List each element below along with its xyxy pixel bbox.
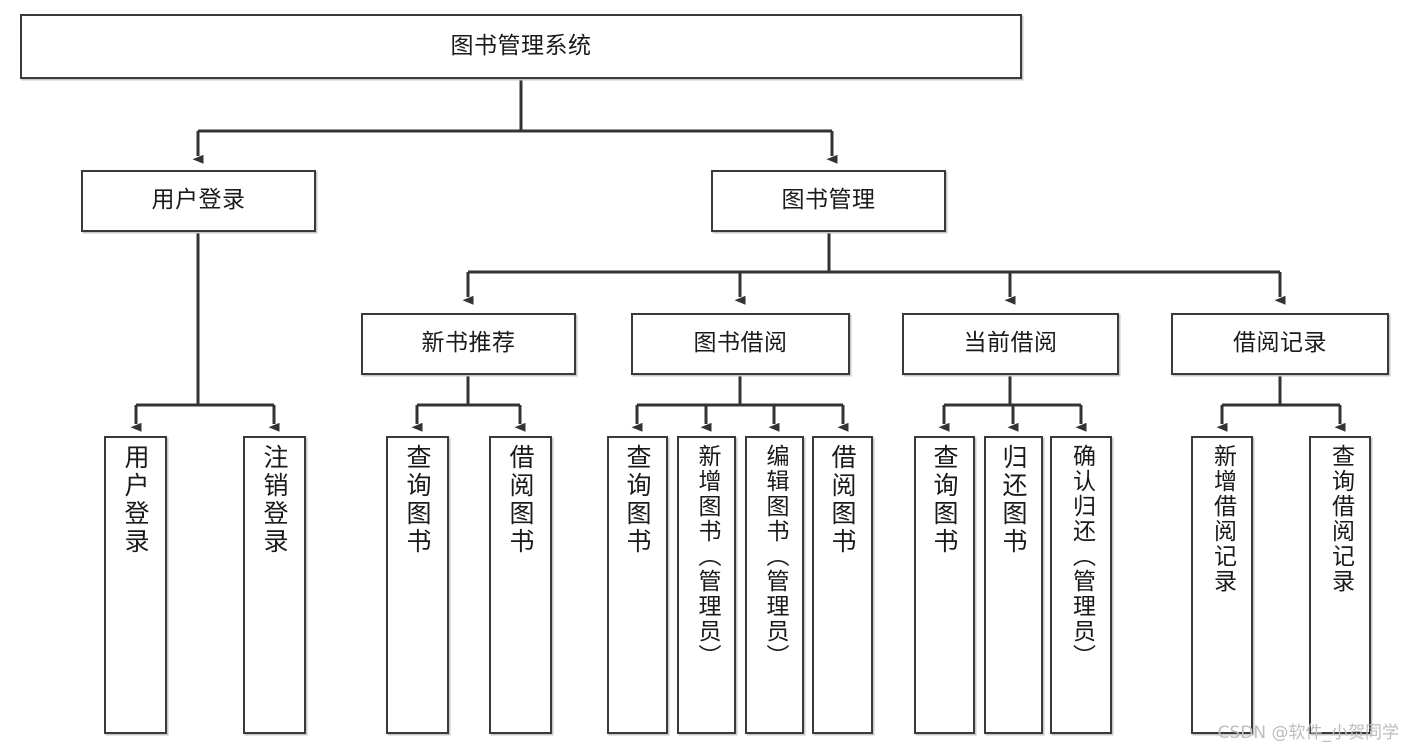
- node-leaf-add-book[interactable]: 新增图书（管理员）: [677, 436, 736, 734]
- node-label: 图书管理: [781, 187, 876, 214]
- node-current-borrow[interactable]: 当前借阅: [902, 313, 1119, 375]
- node-label: 查询图书: [623, 444, 652, 556]
- node-label: 确认归还（管理员）: [1068, 444, 1095, 669]
- node-label: 用户登录: [121, 444, 150, 556]
- node-root-book-management-system[interactable]: 图书管理系统: [20, 14, 1022, 79]
- node-label: 注销登录: [260, 444, 289, 556]
- node-label: 新增借阅记录: [1209, 444, 1236, 594]
- node-new-book-recommend[interactable]: 新书推荐: [361, 313, 576, 375]
- node-leaf-query-book-2[interactable]: 查询图书: [607, 436, 668, 734]
- node-label: 查询借阅记录: [1327, 444, 1354, 594]
- node-leaf-logout-login[interactable]: 注销登录: [243, 436, 306, 734]
- node-leaf-query-book-3[interactable]: 查询图书: [914, 436, 975, 734]
- node-label: 新增图书（管理员）: [694, 444, 720, 669]
- node-book-manage[interactable]: 图书管理: [711, 170, 946, 232]
- node-leaf-edit-book[interactable]: 编辑图书（管理员）: [745, 436, 804, 734]
- node-leaf-query-book-1[interactable]: 查询图书: [386, 436, 449, 734]
- node-leaf-confirm-return[interactable]: 确认归还（管理员）: [1050, 436, 1112, 734]
- node-leaf-user-login[interactable]: 用户登录: [104, 436, 167, 734]
- node-book-borrow[interactable]: 图书借阅: [631, 313, 850, 375]
- node-label: 借阅记录: [1233, 330, 1327, 357]
- node-label: 图书管理系统: [450, 32, 592, 59]
- node-leaf-borrow-book-2[interactable]: 借阅图书: [812, 436, 873, 734]
- node-borrow-record[interactable]: 借阅记录: [1171, 313, 1389, 375]
- node-label: 归还图书: [999, 444, 1028, 556]
- node-leaf-borrow-book-1[interactable]: 借阅图书: [489, 436, 552, 734]
- node-label: 编辑图书（管理员）: [762, 444, 788, 669]
- node-label: 查询图书: [403, 444, 432, 556]
- node-leaf-add-borrow-record[interactable]: 新增借阅记录: [1191, 436, 1253, 734]
- node-label: 查询图书: [930, 444, 959, 556]
- node-label: 图书借阅: [693, 330, 788, 357]
- node-label: 新书推荐: [421, 330, 516, 357]
- node-label: 当前借阅: [963, 330, 1058, 357]
- node-user-login[interactable]: 用户登录: [81, 170, 316, 232]
- csdn-watermark: CSDN @软件_小贺同学: [1217, 723, 1399, 743]
- node-label: 借阅图书: [828, 444, 857, 556]
- node-label: 用户登录: [151, 187, 246, 214]
- node-leaf-query-borrow-record[interactable]: 查询借阅记录: [1309, 436, 1371, 734]
- node-leaf-return-book[interactable]: 归还图书: [984, 436, 1043, 734]
- node-label: 借阅图书: [506, 444, 535, 556]
